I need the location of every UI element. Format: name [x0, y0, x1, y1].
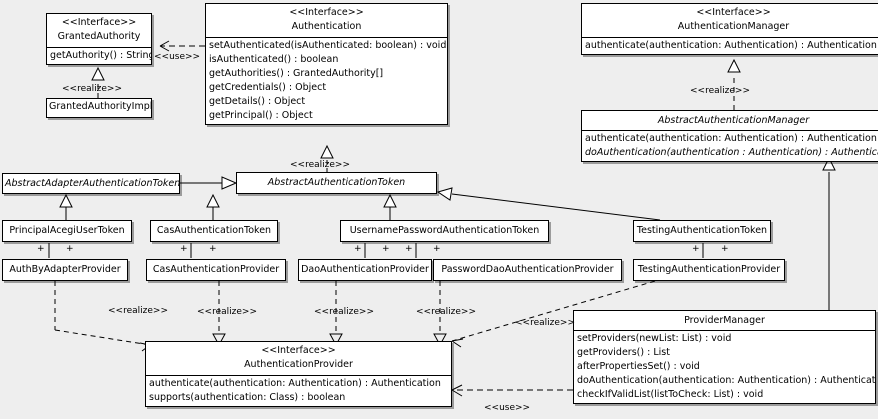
class-header: ProviderManager [574, 311, 875, 330]
class-name: AuthenticationProvider [244, 359, 353, 370]
multiplicity-marker: + [209, 244, 217, 254]
operation: doAuthentication(authentication: Authent… [577, 375, 875, 386]
operation: getPrincipal() : Object [209, 110, 313, 121]
operation: authenticate(authentication: Authenticat… [585, 40, 877, 51]
class-name: PrincipalAcegiUserToken [9, 225, 125, 236]
stereotype-label: <<Interface>> [261, 345, 336, 356]
class-name: UsernamePasswordAuthenticationToken [349, 225, 540, 236]
class-testing-authentication-provider[interactable]: TestingAuthenticationProvider [633, 259, 785, 281]
operation: setProviders(newList: List) : void [577, 333, 732, 344]
operations-compartment: authenticate(authentication: Authenticat… [146, 375, 451, 406]
operation: getAuthority() : String [50, 50, 151, 61]
class-name: GrantedAuthorityImpl [49, 101, 153, 112]
relationship-label-use-granted-authority: <<use>> [154, 52, 201, 62]
class-header: AbstractAuthenticationManager [582, 111, 878, 130]
class-name: CasAuthenticationToken [156, 225, 272, 236]
operation: doAuthentication(authentication : Authen… [585, 147, 878, 158]
class-name: Authentication [291, 21, 362, 32]
multiplicity-marker: + [433, 244, 441, 254]
class-password-dao-authentication-provider[interactable]: PasswordDaoAuthenticationProvider [433, 259, 622, 281]
class-abstract-authentication-manager[interactable]: AbstractAuthenticationManager authentica… [581, 110, 878, 162]
class-authentication-manager[interactable]: <<Interface>> AuthenticationManager auth… [581, 3, 878, 55]
relationship-label-realize-abstract-authentication-token: <<realize>> [290, 160, 350, 170]
stereotype-label: <<Interface>> [696, 7, 771, 18]
relationship-label-realize-auth-by-adapter-provider: <<realize>> [108, 306, 168, 316]
relationship-label-realize-granted-authority-impl: <<realize>> [62, 84, 122, 94]
operation: checkIfValidList(listToCheck: List) : vo… [577, 389, 764, 400]
multiplicity-marker: + [180, 244, 188, 254]
multiplicity-marker: + [66, 244, 74, 254]
relationship-label-realize-dao-authentication-provider: <<realize>> [314, 307, 374, 317]
operation: getAuthorities() : GrantedAuthority[] [209, 68, 384, 79]
multiplicity-marker: + [354, 244, 362, 254]
class-name: AbstractAdapterAuthenticationToken [5, 178, 181, 189]
relationship-label-use-provider-manager: <<use>> [484, 403, 531, 413]
operations-compartment: authenticate(authentication: Authenticat… [582, 130, 878, 161]
relationship-label-realize-password-dao-authentication-provider: <<realize>> [416, 307, 476, 317]
multiplicity-marker: + [382, 244, 390, 254]
class-username-password-authentication-token[interactable]: UsernamePasswordAuthenticationToken [340, 220, 549, 242]
class-name: CasAuthenticationProvider [152, 264, 280, 275]
multiplicity-marker: + [692, 244, 700, 254]
class-name: TestingAuthenticationProvider [637, 264, 781, 275]
stereotype-label: <<Interface>> [289, 7, 364, 18]
operation: afterPropertiesSet() : void [577, 361, 700, 372]
class-header: <<Interface>> GrantedAuthority [47, 14, 151, 47]
class-authentication-provider[interactable]: <<Interface>> AuthenticationProvider aut… [145, 341, 452, 407]
multiplicity-marker: + [37, 244, 45, 254]
class-testing-authentication-token[interactable]: TestingAuthenticationToken [633, 220, 771, 242]
multiplicity-marker: + [721, 244, 729, 254]
class-provider-manager[interactable]: ProviderManager setProviders(newList: Li… [573, 310, 876, 404]
class-name: DaoAuthenticationProvider [301, 264, 429, 275]
class-cas-authentication-provider[interactable]: CasAuthenticationProvider [146, 259, 286, 281]
multiplicity-marker: + [405, 244, 413, 254]
class-principal-acegi-user-token[interactable]: PrincipalAcegiUserToken [2, 220, 132, 242]
class-authentication[interactable]: <<Interface>> Authentication setAuthenti… [205, 3, 448, 125]
operation: setAuthenticated(isAuthenticated: boolea… [209, 40, 447, 51]
class-granted-authority-impl[interactable]: GrantedAuthorityImpl [46, 98, 152, 118]
class-name: AbstractAuthenticationToken [267, 177, 406, 188]
class-name: AbstractAuthenticationManager [657, 115, 810, 126]
class-name: TestingAuthenticationToken [636, 225, 768, 236]
operation: getDetails() : Object [209, 96, 306, 107]
class-header: <<Interface>> AuthenticationManager [582, 4, 878, 37]
class-name: AuthenticationManager [677, 21, 790, 32]
class-header: <<Interface>> Authentication [206, 4, 447, 37]
operation: authenticate(authentication: Authenticat… [149, 378, 441, 389]
class-dao-authentication-provider[interactable]: DaoAuthenticationProvider [298, 259, 432, 281]
operations-compartment: setAuthenticated(isAuthenticated: boolea… [206, 37, 447, 124]
operation: getProviders() : List [577, 347, 670, 358]
operation: authenticate(authentication: Authenticat… [585, 133, 877, 144]
operation: isAuthenticated() : boolean [209, 54, 339, 65]
relationship-label-realize-testing-authentication-provider: <<realize>> [515, 318, 575, 328]
operations-compartment: setProviders(newList: List) : void getPr… [574, 330, 875, 403]
class-granted-authority[interactable]: <<Interface>> GrantedAuthority getAuthor… [46, 13, 152, 65]
class-name: ProviderManager [684, 315, 765, 326]
class-header: <<Interface>> AuthenticationProvider [146, 342, 451, 375]
operations-compartment: authenticate(authentication: Authenticat… [582, 37, 878, 54]
relationship-label-realize-cas-authentication-provider: <<realize>> [197, 307, 257, 317]
class-name: AuthByAdapterProvider [9, 264, 121, 275]
operation: supports(authentication: Class) : boolea… [149, 392, 346, 403]
operation: getCredentials() : Object [209, 82, 327, 93]
relationship-label-realize-abstract-authentication-manager: <<realize>> [690, 86, 750, 96]
operations-compartment: getAuthority() : String [47, 47, 151, 64]
class-abstract-adapter-authentication-token[interactable]: AbstractAdapterAuthenticationToken [2, 173, 180, 194]
class-name: GrantedAuthority [57, 31, 141, 42]
stereotype-label: <<Interface>> [61, 17, 137, 28]
class-auth-by-adapter-provider[interactable]: AuthByAdapterProvider [2, 259, 128, 281]
class-cas-authentication-token[interactable]: CasAuthenticationToken [150, 220, 278, 242]
class-name: PasswordDaoAuthenticationProvider [441, 264, 614, 275]
class-abstract-authentication-token[interactable]: AbstractAuthenticationToken [236, 172, 437, 194]
